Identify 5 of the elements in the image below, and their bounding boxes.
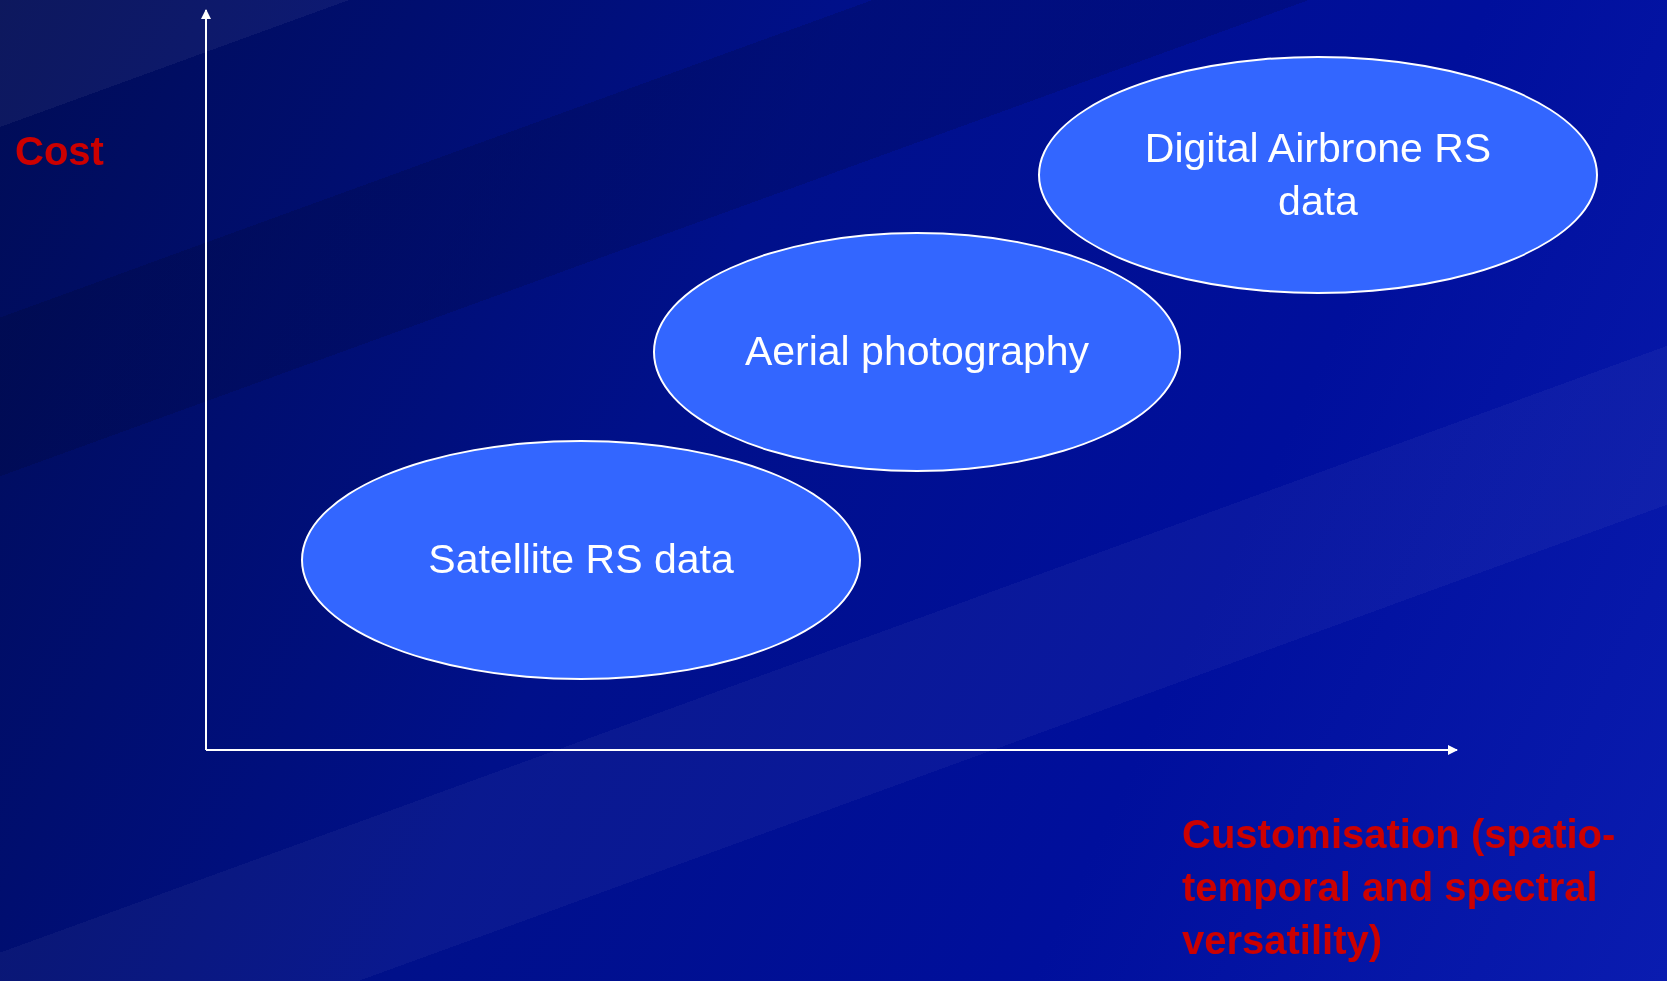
node-label: Satellite RS data	[428, 535, 734, 585]
axis-label: Cost	[15, 128, 104, 175]
node-label: Aerial photography	[744, 327, 1090, 377]
node-label: Digital Airbrone RS data	[1143, 123, 1493, 226]
axis-label: Customisation (spatio-temporal and spectral versatility)	[1182, 811, 1617, 965]
